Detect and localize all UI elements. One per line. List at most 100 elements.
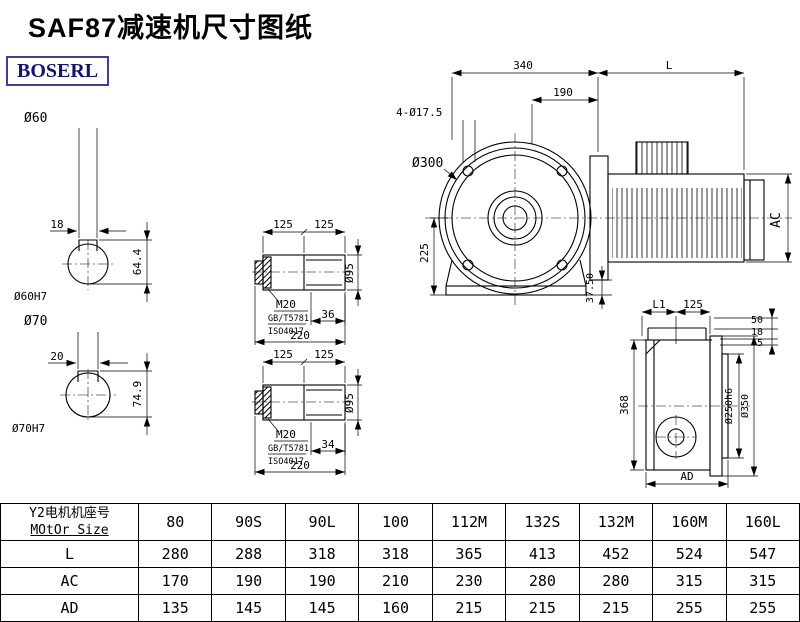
flange-spigot	[721, 353, 729, 459]
dim-AD: AD	[680, 470, 693, 483]
table-cell: 280	[505, 567, 580, 595]
shaft-detail-top	[254, 254, 346, 291]
column-header-80: 80	[137, 503, 213, 541]
table-cell: 215	[578, 594, 654, 622]
dim-368: 368	[618, 395, 631, 415]
table-cell: 315	[725, 567, 800, 595]
shaft-section-60	[67, 239, 109, 285]
table-cell: 452	[578, 540, 654, 568]
fan-cover	[743, 179, 765, 261]
table-cell: 170	[137, 567, 213, 595]
dim-190: 190	[553, 86, 573, 99]
table-cell: 318	[358, 540, 433, 568]
column-header-132m: 132M	[578, 503, 654, 541]
holes-callout: 4-Ø17.5	[396, 106, 442, 119]
dimension-table: Y2电机机座号 MOtOr Size 80 90S 90L 100 112M 1…	[0, 503, 800, 622]
table-cell: 255	[652, 594, 727, 622]
table-cell: 288	[211, 540, 286, 568]
dimension-lines	[48, 69, 792, 488]
dim-37-50: 37.50	[585, 273, 596, 303]
dim-36: 36	[321, 308, 334, 321]
column-header-90s: 90S	[211, 503, 286, 541]
table-cell: 318	[284, 540, 360, 568]
dim-AC: AC	[769, 212, 784, 228]
dim-20: 20	[50, 350, 63, 363]
table-row-AD: AD 135 145 145 160 215 215 215 255 255	[0, 594, 800, 622]
dim-250h6: Ø250h6	[723, 388, 735, 424]
dim-18: 18	[50, 218, 63, 231]
table-cell: 135	[137, 594, 213, 622]
thread-callout-m20: M20	[276, 298, 296, 311]
dim-18-side: 18	[751, 327, 763, 338]
table-row-AC: AC 170 190 190 210 230 280 280 315 315	[0, 567, 800, 595]
table-cell: 145	[284, 594, 360, 622]
page-title: SAF87减速机尺寸图纸	[28, 13, 314, 43]
table-cell: 365	[431, 540, 507, 568]
dim-350: Ø350	[739, 394, 751, 418]
dim-64-4: 64.4	[131, 248, 144, 275]
dim-125-c: 125	[273, 348, 293, 361]
dim-340: 340	[513, 59, 533, 72]
housing-base	[445, 285, 587, 296]
column-header-112m: 112M	[431, 503, 507, 541]
column-header-100: 100	[358, 503, 433, 541]
table-cell: 255	[725, 594, 800, 622]
dim-L1: L1	[652, 298, 665, 311]
dim-95-b: Ø95	[343, 393, 356, 413]
table-cell: 230	[431, 567, 507, 595]
bolt-hole	[556, 259, 568, 271]
table-cell: 190	[211, 567, 286, 595]
terminal-box	[635, 141, 689, 175]
column-header-160l: 160L	[725, 503, 800, 541]
table-cell: 145	[211, 594, 286, 622]
bolt-hole	[462, 165, 474, 177]
motor-size-header: Y2电机机座号 MOtOr Size	[0, 503, 139, 541]
standard-gb: GB/T5781	[268, 314, 309, 324]
dim-125-b: 125	[314, 218, 334, 231]
table-cell: 215	[505, 594, 580, 622]
dim-125-side: 125	[683, 298, 703, 311]
dim-74-9: 74.9	[131, 381, 144, 408]
shaft60-label: Ø60	[24, 111, 47, 126]
technical-drawing: Ø60 18 64.4 Ø60H7 Ø70 20 74.9 Ø70H7 125 …	[12, 59, 792, 488]
shaft-section-70	[65, 370, 111, 418]
row-label-AD: AD	[0, 594, 139, 622]
bolt-hole	[462, 259, 474, 271]
table-cell: 210	[358, 567, 433, 595]
motor-fins	[612, 188, 742, 258]
dim-225: 225	[418, 243, 431, 263]
column-header-90l: 90L	[284, 503, 360, 541]
row-label-L: L	[0, 540, 139, 568]
dimension-texts: Ø60 18 64.4 Ø60H7 Ø70 20 74.9 Ø70H7 125 …	[12, 59, 784, 483]
table-cell: 280	[137, 540, 213, 568]
gearbox-side-view	[644, 327, 729, 477]
dim-125-d: 125	[314, 348, 334, 361]
header-cn: Y2电机机座号	[29, 505, 110, 521]
dim-220-b: 220	[290, 459, 310, 472]
dim-220-a: 220	[290, 329, 310, 342]
dim-50: 50	[751, 315, 763, 326]
center-lines	[60, 133, 792, 459]
thread-callout-m20-b: M20	[276, 428, 296, 441]
table-cell: 190	[284, 567, 360, 595]
standard-gb-b: GB/T5781	[268, 444, 309, 454]
dim-5: 5	[757, 338, 763, 349]
dim-95-a: Ø95	[343, 263, 356, 283]
row-label-AC: AC	[0, 567, 139, 595]
dim-125-a: 125	[273, 218, 293, 231]
shaft-detail-bottom	[254, 384, 346, 421]
table-cell: 524	[652, 540, 727, 568]
table-cell: 160	[358, 594, 433, 622]
shaft-bore-circle	[502, 205, 528, 231]
table-cell: 315	[652, 567, 727, 595]
shaft60-bore-label: Ø60H7	[14, 290, 47, 303]
column-header-132s: 132S	[505, 503, 580, 541]
shaft70-bore-label: Ø70H7	[12, 422, 45, 435]
column-header-160m: 160M	[652, 503, 727, 541]
dim-300: Ø300	[412, 156, 443, 171]
header-en: MOtOr Size	[30, 522, 109, 538]
brand-logo: BOSERL	[6, 56, 110, 86]
table-cell: 215	[431, 594, 507, 622]
table-cell: 280	[578, 567, 654, 595]
motor-front-view	[589, 141, 765, 281]
